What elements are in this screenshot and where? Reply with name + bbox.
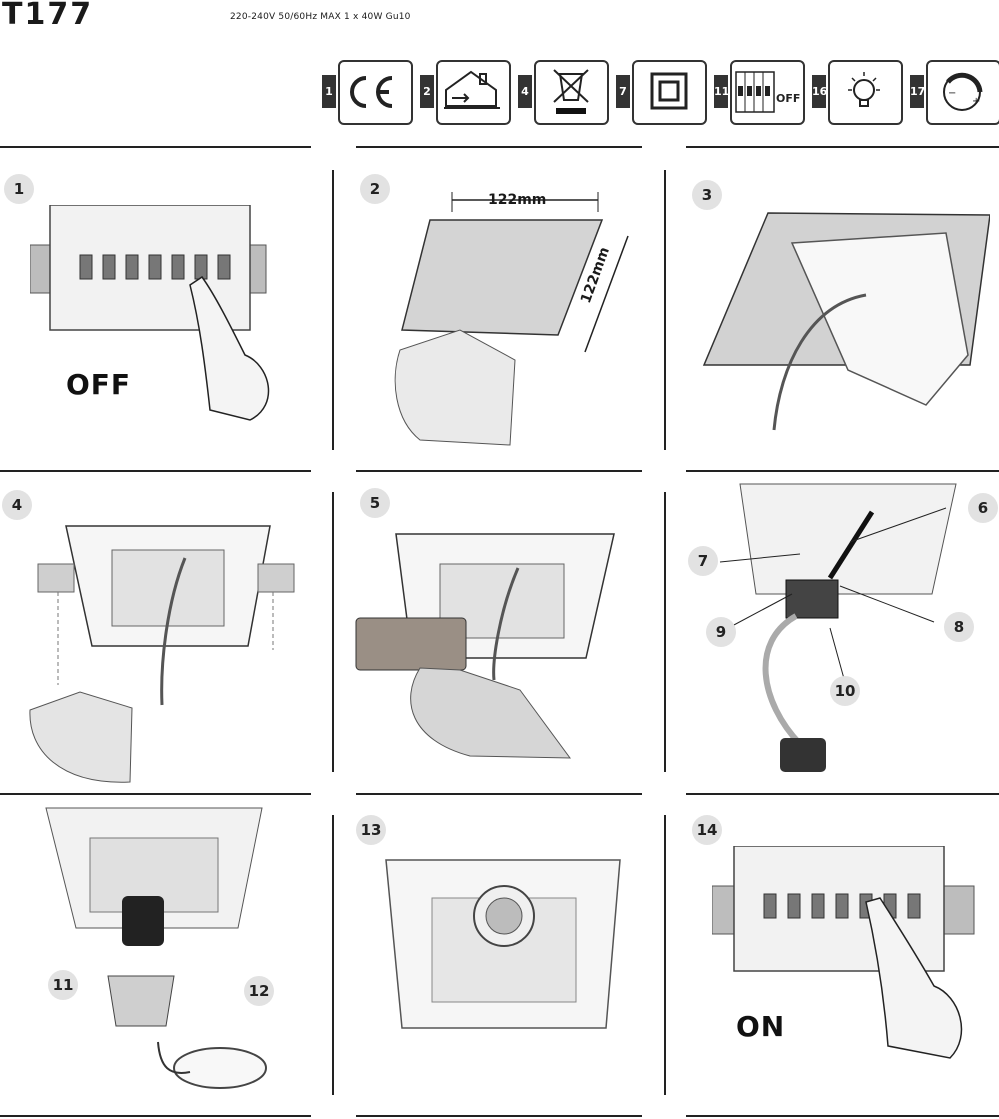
step-2-cutout-template	[394, 192, 629, 446]
ce-mark-icon	[350, 76, 393, 108]
step-4-screw-brackets	[29, 525, 295, 783]
step-3-number: 3	[692, 180, 722, 210]
badge-bulb: 16	[812, 60, 903, 125]
hand-icon	[189, 275, 270, 421]
step-7-lamp-install	[45, 807, 267, 1089]
badge-ce: 1	[322, 60, 413, 125]
electrical-specs: 220-240V 50/60Hz MAX 1 x 40W Gu10	[230, 12, 411, 22]
step-3-insert-fixture	[702, 212, 990, 431]
dimmable-dial-icon: − +	[943, 72, 983, 111]
badge-weee: 4	[518, 60, 609, 125]
step-2-number: 2	[360, 174, 390, 204]
step-5-number: 5	[360, 488, 390, 518]
callout-10: 10	[830, 676, 860, 706]
hand-icon	[865, 897, 963, 1059]
badge-class2: 7	[616, 60, 707, 125]
step-6-connector-detail	[719, 483, 957, 772]
model-number: T177	[2, 0, 94, 32]
callout-9: 9	[706, 617, 736, 647]
svg-text:−: −	[948, 88, 956, 99]
badge-indoor: 2	[420, 60, 511, 125]
breaker-off-icon: OFF	[735, 71, 800, 113]
step-2-width: 122mm	[488, 192, 547, 208]
indoor-use-house-icon	[444, 70, 500, 109]
step-14-breaker-panel	[712, 846, 975, 1059]
badge-breaker-off: 11 OFF	[714, 60, 805, 125]
svg-text:+: +	[972, 96, 980, 107]
weee-crossed-bin-icon	[553, 69, 589, 114]
hand-icon	[410, 667, 572, 759]
callout-12: 12	[244, 976, 274, 1006]
callout-7: 7	[688, 546, 718, 576]
step-14-on-label: ON	[736, 1010, 786, 1043]
callout-11: 11	[48, 970, 78, 1000]
step-1-breaker-panel	[30, 205, 270, 421]
step-13-finished-fixture	[385, 859, 621, 1029]
badge-dimmable: 17 − +	[910, 60, 999, 125]
step-5-press-spring	[355, 533, 615, 759]
callout-8: 8	[944, 612, 974, 642]
step-14-number: 14	[692, 815, 722, 845]
step-1-number: 1	[4, 174, 34, 204]
step-13-number: 13	[356, 815, 386, 845]
hand-icon	[394, 329, 516, 446]
off-label: OFF	[776, 92, 800, 105]
callout-6: 6	[968, 493, 998, 523]
light-bulb-icon	[848, 72, 880, 107]
step-4-number: 4	[2, 490, 32, 520]
step-1-off-label: OFF	[66, 368, 132, 401]
hand-icon	[29, 691, 133, 783]
class-ii-double-square-icon	[650, 72, 688, 110]
